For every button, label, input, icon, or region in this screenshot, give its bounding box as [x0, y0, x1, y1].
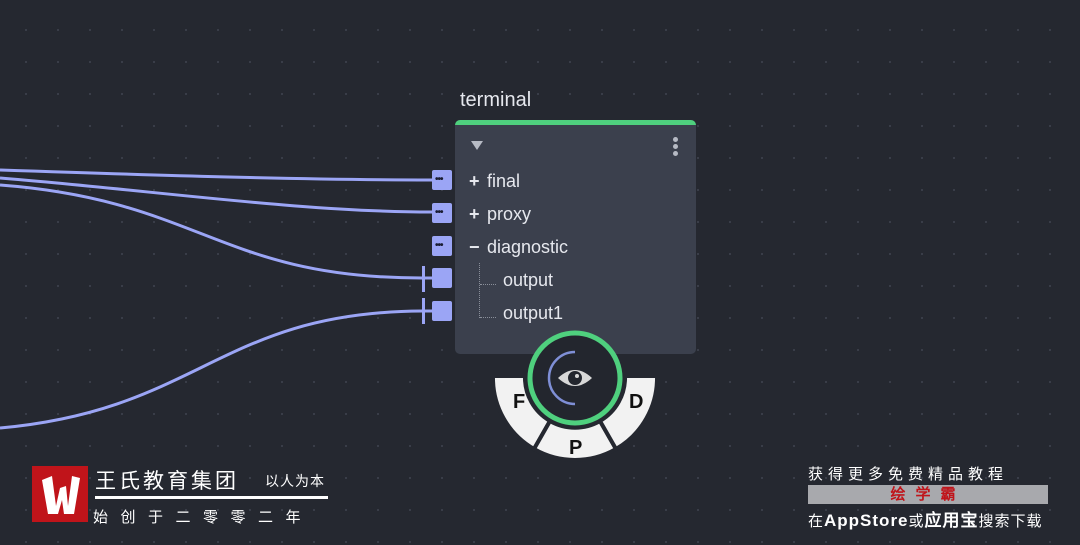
wire-final [0, 168, 433, 182]
row-final[interactable]: +final [469, 171, 521, 191]
port-diagnostic[interactable]: ••• [432, 236, 452, 256]
watermark-since: 始创于二零零二年 [93, 509, 314, 526]
port-final[interactable]: ••• [432, 170, 452, 190]
radial-label-f: F [513, 391, 525, 413]
kebab-icon[interactable] [673, 137, 678, 158]
radial-label-p: P [569, 437, 582, 459]
radial-menu: F P D [490, 330, 660, 462]
node-title: terminal [460, 89, 532, 111]
watermark-brand: 王氏教育集团 [95, 470, 239, 493]
row-diagnostic[interactable]: −diagnostic [469, 237, 569, 257]
progress-arc [547, 350, 576, 406]
wire-output1 [0, 309, 423, 430]
tree-lines [479, 263, 498, 318]
ad-app-name: 绘学霸 [808, 485, 1048, 504]
row-output1[interactable]: output1 [503, 303, 564, 323]
port-proxy[interactable]: ••• [432, 203, 452, 223]
row-output[interactable]: output [503, 270, 554, 290]
eye-icon [558, 370, 592, 386]
row-proxy[interactable]: +proxy [469, 204, 532, 224]
ad-line1: 获得更多免费精品教程 [808, 466, 1009, 483]
ad-line3: 在AppStore或应用宝搜索下载 [808, 511, 1043, 530]
watermark-motto: 以人为本 [265, 473, 325, 489]
triangle-down-icon[interactable] [471, 141, 483, 150]
port-tick [422, 298, 425, 324]
radial-label-d: D [629, 391, 643, 413]
wire-proxy [0, 176, 433, 214]
divider [95, 496, 328, 499]
port-tick [422, 266, 425, 292]
wire-diagnostic-output [0, 183, 423, 280]
watermark-logo [32, 466, 88, 522]
terminal-node[interactable]: +final +proxy −diagnostic output output1 [455, 120, 696, 354]
radial-segment-d[interactable] [597, 374, 660, 452]
port-output1[interactable] [432, 301, 452, 321]
port-output[interactable] [432, 268, 452, 288]
